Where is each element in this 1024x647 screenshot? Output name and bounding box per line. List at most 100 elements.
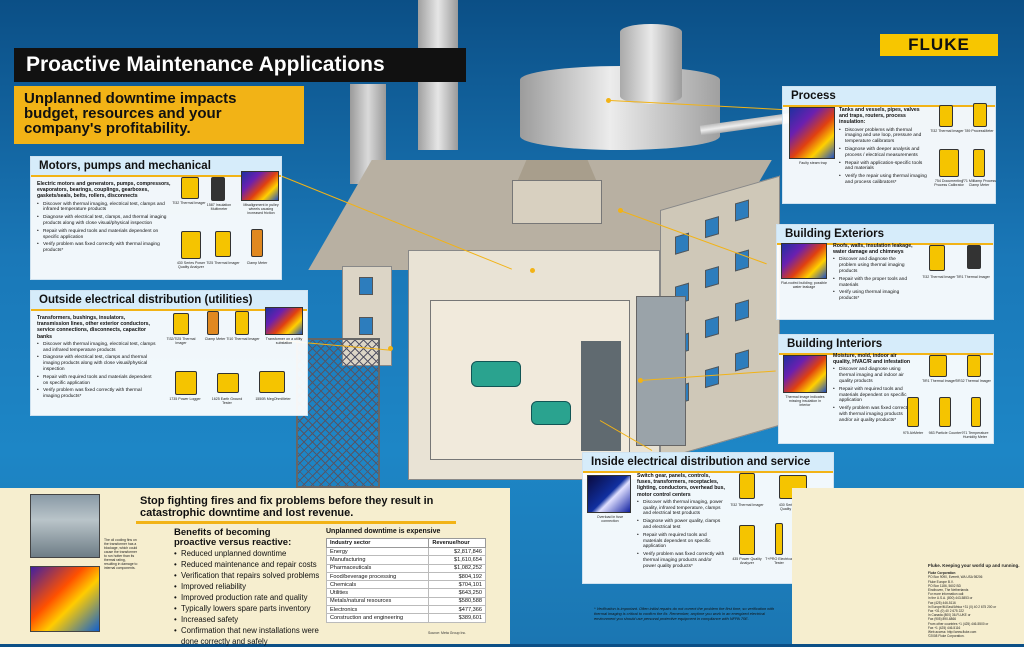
process-heading: Process [783,87,995,107]
outside-bullet: Diagnose with electrical test, clamps an… [37,355,157,372]
contact-line: Fluke Europe B.V. [928,579,954,584]
particle-counter-icon [939,397,951,427]
interiors-bullet: Verify problem was fixed correctly with … [833,406,913,423]
benefit-item: Typically lowers spare parts inventory [174,603,324,614]
tool-caption: Misalignment in pulley wheels causing in… [243,203,279,215]
fluke-logo: FLUKE [880,34,998,56]
table-cell: $477,366 [428,605,486,615]
thermal-image [781,243,827,279]
humidity-meter-icon [971,397,981,427]
tool-caption: TiR32 Thermal Imager [955,379,991,383]
tool-caption: Ti32 Thermal Imager [930,129,964,133]
tool-caption: Overload in fuse connection [596,515,624,523]
tool-caption: Thermal image indicates missing insulati… [785,395,825,407]
callout-dot [388,346,393,351]
exteriors-panel: Building Exteriors Flat-roofed building;… [776,224,994,320]
thermal-imager-icon [967,245,981,269]
downtime-table: Industry sector Revenue/hour Energy$2,81… [325,538,486,623]
table-heading: Unplanned downtime is expensive [326,528,441,535]
table-header: Industry sector [325,538,430,548]
table-row: Pharmaceuticals$1,082,252 [325,563,486,573]
table-row: Construction and engineering$389,601 [325,613,486,623]
exteriors-bullet: Verify using thermal imaging products* [833,290,913,302]
clamp-meter-icon [251,229,263,257]
process-bullet: Repair with application-specific tools a… [839,161,927,173]
exteriors-heading: Building Exteriors [777,225,993,245]
contact-line: From other countries +1 (425) 446-5500 o… [928,621,989,626]
contact-line: Fax +1 (425) 446-5116 [928,625,961,630]
headline: Unplanned downtime impacts budget, resou… [14,86,304,144]
callout-dot [606,98,611,103]
motors-bullet: Discover with thermal imaging, electrica… [37,202,175,214]
contact-block: Fluke. Keeping your world up and running… [928,563,1020,638]
contact-line: Fax (425) 446-5116 [928,600,956,605]
tool-caption: 771 Milliamp Process Clamp Meter [961,179,997,187]
tool-caption: 435 Power Quality Analyzer [732,557,762,565]
clamp-meter-icon [207,311,219,335]
thermal-imager-icon [967,355,981,377]
benefit-item: Confirmation that new installations were… [174,625,324,647]
table-header: Revenue/hour [428,538,486,548]
interiors-intro: Moisture, mold, indoor air quality, HVAC… [833,353,911,366]
outside-panel: Outside electrical distribution (utiliti… [30,290,308,416]
benefit-item: Improved production rate and quality [174,592,324,603]
airmeter-icon [907,397,919,427]
table-cell: Electronics [325,605,430,615]
contact-line: Fax (905) 890-6866 [928,617,956,622]
outside-bullet: Verify problem was fixed correctly with … [37,388,157,400]
tool-caption: 1735 Power Logger [169,397,201,401]
tool-caption: Faulty steam trap [799,161,827,165]
table-row: Metals/natural resources$580,588 [325,596,486,607]
motors-intro: Electric motors and generators, pumps, c… [37,181,171,200]
outside-heading: Outside electrical distribution (utiliti… [31,291,307,311]
table-row: Food/beverage processing$804,192 [325,571,486,582]
tool-caption: TiR1 Thermal Imager [956,275,990,279]
benefit-item: Reduced maintenance and repair costs [174,559,324,570]
thermal-image [789,107,835,159]
callout-dot [530,268,535,273]
tool-caption: Ti32 Thermal Imager [922,275,956,279]
transformer-photo [30,494,100,558]
clamp-meter-icon [973,149,985,177]
footnote: * Verification is important. Often initi… [594,606,775,621]
motors-bullet: Verify problem was fixed correctly with … [37,242,175,254]
inside-bullet: Verify problem was fixed correctly with … [637,552,725,569]
tool-caption: 971 Temperature Humidity Meter [961,431,989,439]
interiors-bullet: Repair with required tools and materials… [833,387,913,404]
contact-line: In the U.S.A. (800) 443-5853 or [928,596,973,601]
footer-panel [792,488,1024,644]
tool-caption: 975 AirMeter [902,431,924,435]
process-panel: Process Faulty steam trap Tanks and vess… [782,86,996,204]
tool-caption: Ti10 Thermal Imager [226,337,260,341]
analyzer-icon [181,231,201,259]
tool-caption: 754 Documenting Process Calibrator [934,179,964,187]
table-cell: $804,192 [428,571,486,582]
tool-caption: Clamp Meter [246,261,268,265]
table-cell: Utilities [325,588,430,598]
interiors-panel: Building Interiors Thermal image indicat… [778,334,994,444]
contact-company: Fluke Corporation [928,571,956,576]
downtime-table-wrap: Industry sector Revenue/hour Energy$2,81… [325,538,486,623]
table-source: Source: Meta Group Inc. [428,631,467,635]
tool-caption: T+PRO Electrical Tester [765,557,793,565]
tool-caption: Transformer on a utility substation [265,337,303,345]
thermal-image [241,171,279,201]
callout-dot [618,208,623,213]
inside-heading: Inside electrical distribution and servi… [583,453,833,473]
substation-fence [296,338,380,488]
benefit-item: Reduced unplanned downtime [174,548,324,559]
callout-dot [638,378,643,383]
table-cell: $643,250 [428,588,486,598]
multimeter-icon [211,177,225,201]
benefits-list: Reduced unplanned downtime Reduced maint… [174,548,324,647]
outside-intro: Transformers, bushings, insulators, tran… [37,315,151,340]
table-cell: Energy [325,546,430,557]
analyzer-icon [739,525,755,555]
tool-caption: Flat-roofed building; possible water lea… [781,281,827,289]
power-logger-icon [175,371,197,395]
tool-caption: Ti32 Thermal Imager [172,201,206,205]
table-cell: Food/beverage processing [325,571,430,582]
inside-bullet: Discover with thermal imaging, power qua… [637,500,725,517]
processmeter-icon [973,103,987,127]
table-cell: Chemicals [325,580,430,590]
